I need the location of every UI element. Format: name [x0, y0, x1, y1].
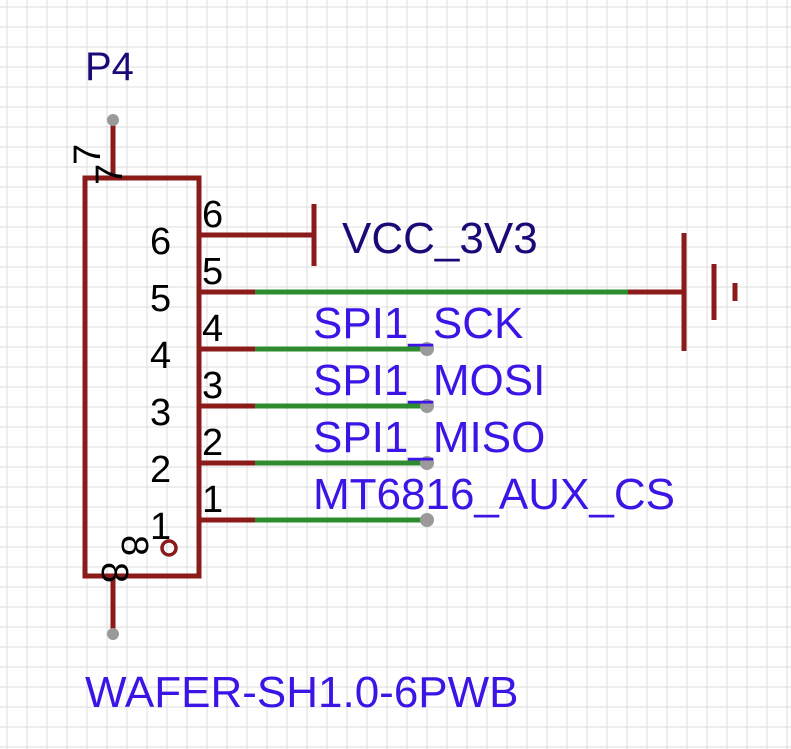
connector-body[interactable] — [82, 175, 202, 579]
vcc-port-label: VCC_3V3 — [342, 214, 538, 263]
net-label-spi1-mosi[interactable]: SPI1_MOSI — [313, 356, 545, 405]
mount-pin-8-inner-label: 8 — [113, 535, 155, 556]
pin-5-inner-label: 5 — [150, 278, 171, 320]
net-label-spi1-sck[interactable]: SPI1_SCK — [313, 299, 523, 348]
wire-end-pin-1[interactable] — [420, 513, 434, 527]
pin-4-number: 4 — [202, 308, 223, 350]
pin-3-number: 3 — [202, 365, 223, 407]
footprint-label[interactable]: WAFER-SH1.0-6PWB — [85, 668, 519, 717]
mount-pin-8-label: 8 — [93, 562, 135, 583]
mount-pin-7-label: 7 — [67, 144, 109, 165]
net-label-mt6816-aux-cs[interactable]: MT6816_AUX_CS — [313, 470, 675, 519]
pin-4-inner-label: 4 — [150, 335, 171, 377]
pin-6-inner-label: 6 — [150, 221, 171, 263]
pin1-marker-icon — [160, 539, 178, 557]
wire-end-pin-4[interactable] — [420, 342, 434, 356]
mount-pin-7-end[interactable] — [107, 114, 119, 126]
ground-icon[interactable] — [681, 233, 738, 351]
pin-1-number: 1 — [202, 479, 223, 521]
wire-end-pin-2[interactable] — [420, 456, 434, 470]
mount-pin-7-inner-label: 7 — [89, 164, 131, 185]
pin-5-number: 5 — [202, 251, 223, 293]
designator-label[interactable]: P4 — [85, 45, 134, 89]
pin-1-inner-label: 1 — [150, 506, 171, 548]
pin-2-number: 2 — [202, 422, 223, 464]
pin-6-number: 6 — [202, 194, 223, 236]
pin-2-inner-label: 2 — [150, 449, 171, 491]
mount-pin-8-end[interactable] — [107, 628, 119, 640]
net-label-spi1-miso[interactable]: SPI1_MISO — [313, 413, 545, 462]
pin-3-inner-label: 3 — [150, 392, 171, 434]
wire-end-pin-3[interactable] — [420, 399, 434, 413]
